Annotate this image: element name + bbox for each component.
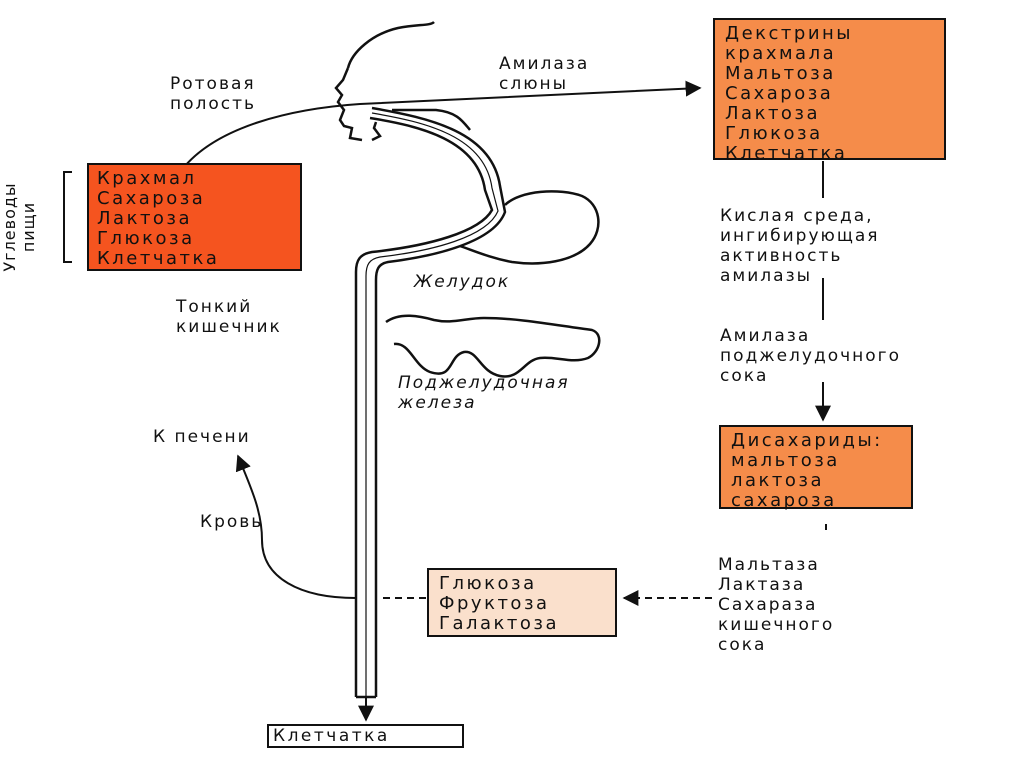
dextrins-item: Декстрины (725, 23, 853, 44)
small-intestine-label: Тонкий кишечник (176, 297, 282, 337)
stomach-outline (459, 190, 600, 265)
food-item: Лактоза (97, 208, 193, 229)
food-bracket (63, 171, 72, 263)
disaccharides-item: лактоза (731, 470, 825, 491)
to-liver-label: К печени (153, 427, 251, 447)
pancreatic-amylase-label: Амилаза поджелудочного сока (720, 326, 902, 386)
intestinal-enzymes-label: Мальтаза Лактаза Сахараза кишечного сока (718, 555, 835, 655)
oral-to-dextrins-arrow (175, 80, 702, 179)
fiber-output-box: Клетчатка (267, 724, 464, 748)
disaccharides-item: мальтоза (731, 450, 840, 471)
blood-to-liver-arrow (235, 454, 357, 599)
food-item: Глюкоза (97, 228, 195, 249)
head-profile-outline (346, 20, 435, 69)
acid-environment-label: Кислая среда, ингибирующая активность ам… (720, 206, 880, 286)
face-profile-outline (334, 67, 363, 142)
food-carbs-box: Крахмал Сахароза Лактоза Глюкоза Клетчат… (87, 163, 302, 271)
dextrins-item: крахмала (725, 43, 837, 64)
disaccharides-box: Дисахариды: мальтоза лактоза сахароза (719, 425, 913, 511)
food-item: Клетчатка (97, 248, 220, 269)
disaccharides-item: Дисахариды: (731, 430, 883, 451)
dextrins-item: Сахароза (725, 83, 834, 104)
esophagus-left-wall (354, 116, 494, 697)
esophagus-right-wall (371, 106, 507, 697)
dextrins-box: Декстрины крахмала Мальтоза Сахароза Лак… (713, 18, 946, 164)
food-carbs-label: Углеводы пищи (0, 182, 38, 272)
neck-outline (371, 108, 471, 142)
monosaccharides-item: Галактоза (439, 613, 560, 634)
monosaccharides-box: Глюкоза Фруктоза Галактоза (427, 568, 617, 637)
disaccharides-item: сахароза (731, 490, 837, 511)
monosaccharides-item: Глюкоза (439, 573, 537, 594)
stomach-label: Желудок (414, 272, 511, 292)
blood-label: Кровь (200, 512, 264, 532)
saliva-amylase-label: Амилаза слюны (499, 54, 590, 94)
dextrins-item: Клетчатка (725, 143, 848, 164)
food-item: Крахмал (97, 168, 197, 189)
pancreas-outline (385, 314, 601, 378)
monosaccharides-item: Фруктоза (439, 593, 550, 614)
pancreas-label: Поджелудочная железа (398, 373, 570, 413)
food-item: Сахароза (97, 188, 206, 209)
dextrins-item: Мальтоза (725, 63, 836, 84)
dextrins-item: Глюкоза (725, 123, 823, 144)
esophagus-inner (365, 112, 499, 697)
oral-cavity-label: Ротовая полость (170, 74, 257, 114)
dextrins-item: Лактоза (725, 103, 821, 124)
